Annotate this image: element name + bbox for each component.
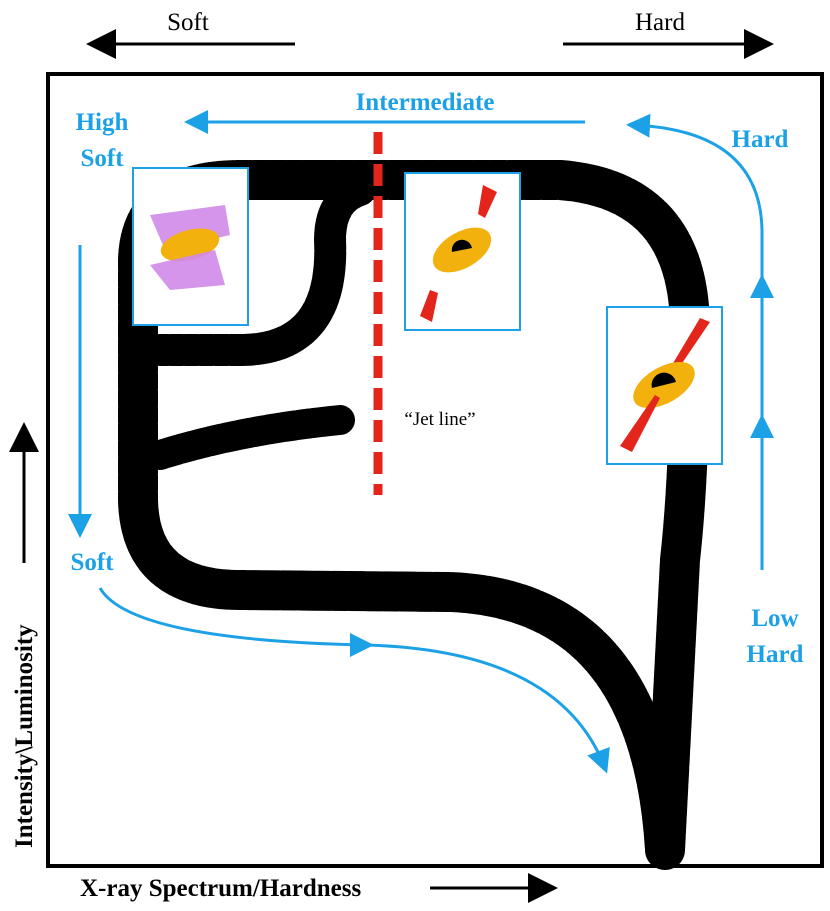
x-axis-label: X-ray Spectrum/Hardness: [80, 875, 361, 902]
high-soft-label-2: Soft: [80, 145, 124, 172]
low-hard-label-2: Hard: [747, 641, 804, 668]
jet-line-label-bg: [393, 403, 508, 431]
hard-jet-inset: [606, 306, 723, 465]
top-soft-label: Soft: [167, 9, 209, 36]
intermediate-label: Intermediate: [356, 89, 495, 116]
soft-state-label: Soft: [70, 549, 114, 576]
y-axis-label: Intensity\Luminosity: [11, 624, 38, 848]
top-hard-label: Hard: [635, 9, 685, 36]
hard-rise-arrow: [626, 113, 764, 570]
plot-frame: [46, 72, 824, 868]
intermediate-jet-inset: [404, 172, 521, 331]
low-hard-label-1: Low: [751, 605, 798, 632]
hard-state-label: Hard: [732, 126, 789, 153]
disk-wind-inset: [132, 167, 249, 326]
jet-line-label: “Jet line”: [404, 409, 475, 430]
y-axis: Intensity\Luminosity: [9, 422, 39, 848]
high-soft-label-1: High: [76, 109, 129, 136]
